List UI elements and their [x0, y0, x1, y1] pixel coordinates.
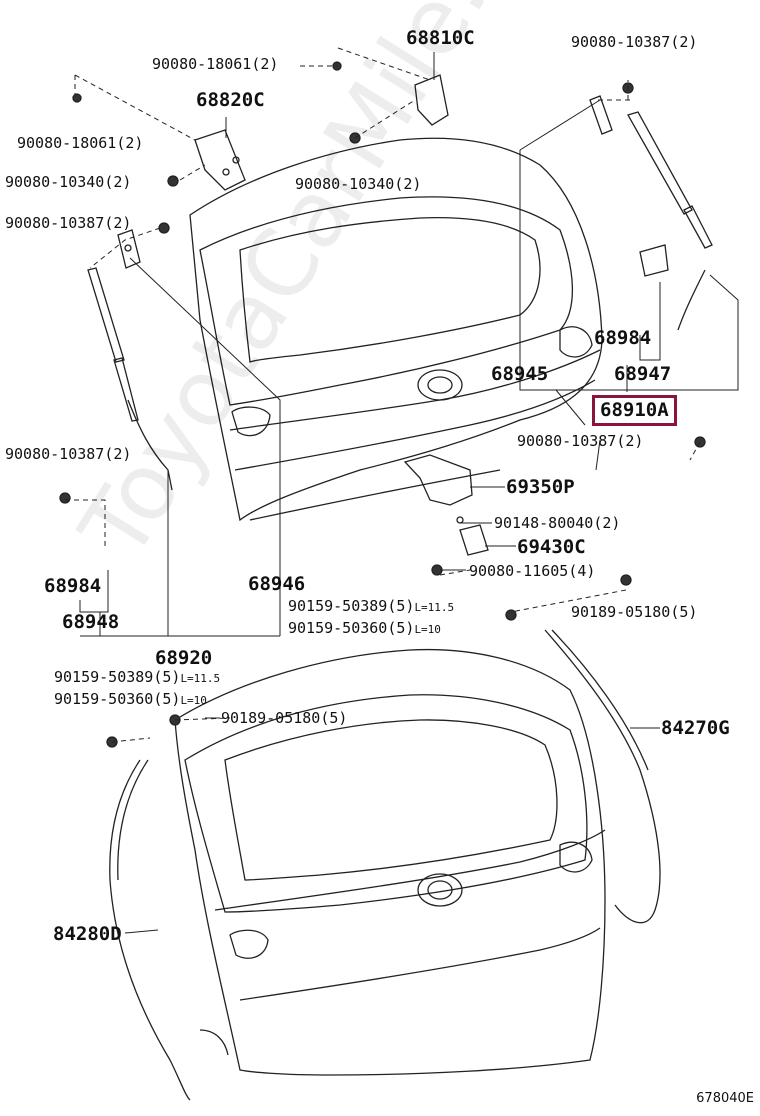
part-label-90080-10387-right[interactable]: 90080-10387(2)	[517, 432, 644, 450]
part-label-84280d[interactable]: 84280D	[53, 923, 122, 945]
part-label-90148-80040[interactable]: 90148-80040(2)	[494, 514, 621, 532]
part-label-68948[interactable]: 68948	[62, 611, 120, 633]
part-label-90080-10387-left[interactable]: 90080-10387(2)	[5, 214, 132, 232]
part-label-69350p[interactable]: 69350P	[506, 476, 575, 498]
part-label-68947[interactable]: 68947	[614, 363, 672, 385]
part-label-90159-50360-upper[interactable]: 90159-50360(5)L=10	[288, 619, 441, 637]
liftgate-outer-panel	[174, 648, 606, 1076]
latch-assembly	[403, 454, 489, 575]
liftgate-inner-panel	[189, 137, 603, 522]
part-label-69430c[interactable]: 69430C	[517, 536, 586, 558]
part-label-68910a-highlighted[interactable]: 68910A	[592, 395, 677, 426]
part-label-90159-50389-lower[interactable]: 90159-50389(5)L=11.5	[54, 668, 221, 686]
part-label-68820c[interactable]: 68820C	[196, 89, 265, 111]
part-label-68945[interactable]: 68945	[491, 363, 549, 385]
part-label-68946[interactable]: 68946	[248, 573, 306, 595]
figure-code: 678040E	[696, 1091, 754, 1106]
part-label-90189-05180-lower[interactable]: 90189-05180(5)	[221, 709, 348, 727]
part-label-90189-05180-upper[interactable]: 90189-05180(5)	[571, 603, 698, 621]
part-label-90080-10387-strut-left[interactable]: 90080-10387(2)	[5, 445, 132, 463]
part-label-68810c[interactable]: 68810C	[406, 27, 475, 49]
weatherstrips	[109, 629, 661, 1101]
part-label-90080-18061-left[interactable]: 90080-18061(2)	[17, 134, 144, 152]
part-label-90080-10387-upper-right[interactable]: 90080-10387(2)	[571, 33, 698, 51]
dashed-reference-lines	[65, 47, 701, 743]
part-label-84270g[interactable]: 84270G	[661, 717, 730, 739]
part-label-90080-10340-left[interactable]: 90080-10340(2)	[5, 173, 132, 191]
right-gas-strut	[589, 95, 713, 331]
part-label-90159-50389-upper[interactable]: 90159-50389(5)L=11.5	[288, 597, 455, 615]
part-label-90080-18061-hinge[interactable]: 90080-18061(2)	[152, 55, 279, 73]
part-label-68920[interactable]: 68920	[155, 647, 213, 669]
part-label-90159-50360-lower[interactable]: 90159-50360(5)L=10	[54, 690, 207, 708]
part-label-68984-left[interactable]: 68984	[44, 575, 102, 597]
part-label-90080-10340-center[interactable]: 90080-10340(2)	[295, 175, 422, 193]
hinges	[194, 74, 449, 191]
part-label-90080-11605[interactable]: 90080-11605(4)	[469, 562, 596, 580]
leader-lines	[79, 52, 739, 934]
left-gas-strut	[87, 229, 173, 491]
part-label-68984-right[interactable]: 68984	[594, 327, 652, 349]
